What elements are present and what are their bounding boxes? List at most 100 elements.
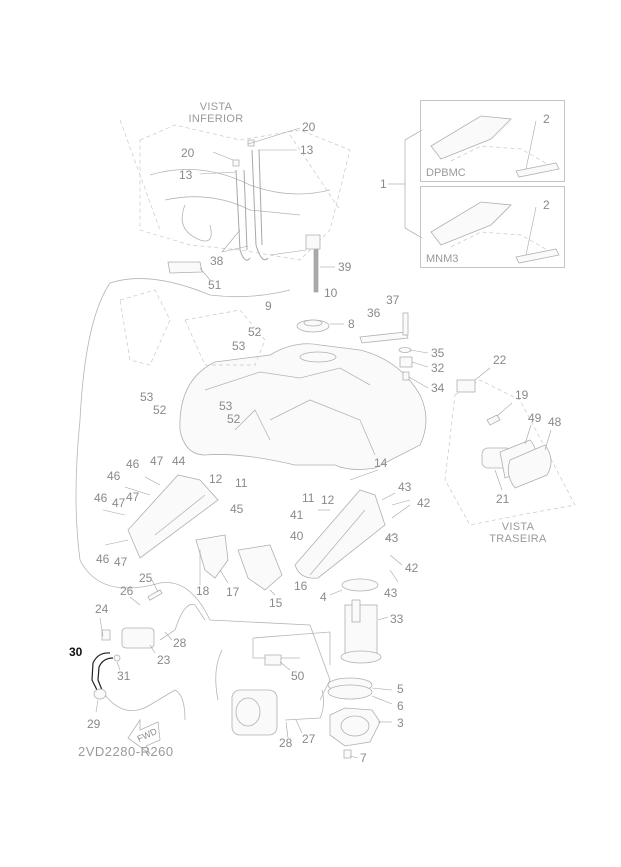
callout-38[interactable]: 38: [210, 254, 224, 268]
callout-19[interactable]: 19: [515, 388, 529, 402]
callout-42[interactable]: 42: [405, 561, 419, 575]
callout-1[interactable]: 1: [380, 177, 387, 191]
callout-3[interactable]: 3: [397, 716, 404, 730]
callout-43[interactable]: 43: [384, 586, 398, 600]
part-22-pad: [456, 379, 476, 393]
callout-53[interactable]: 53: [219, 399, 233, 413]
callout-11[interactable]: 11: [302, 491, 315, 505]
callout-4[interactable]: 4: [320, 590, 327, 604]
callout-23[interactable]: 23: [157, 653, 171, 667]
callout-48[interactable]: 48: [548, 415, 562, 429]
callout-31[interactable]: 31: [117, 669, 131, 683]
hose-38-left: [235, 169, 251, 261]
callout-36[interactable]: 36: [367, 306, 381, 320]
callout-47[interactable]: 47: [150, 454, 164, 468]
callout-21[interactable]: 21: [496, 492, 510, 506]
callout-10[interactable]: 10: [324, 286, 338, 300]
part-17-guard: [195, 534, 229, 579]
bottom-view-ghost: [119, 119, 351, 261]
part-23-filter: [101, 627, 155, 649]
callout-35[interactable]: 35: [431, 346, 445, 360]
fuel-tank: [179, 343, 427, 470]
callout-9[interactable]: 9: [265, 299, 272, 313]
callout-39[interactable]: 39: [338, 260, 352, 274]
callout-15[interactable]: 15: [269, 596, 283, 610]
callout-16[interactable]: 16: [294, 579, 308, 593]
callout-46[interactable]: 46: [126, 457, 140, 471]
callout-27[interactable]: 27: [302, 732, 316, 746]
callout-14[interactable]: 14: [374, 456, 388, 470]
view-caption-rear: VISTA TRASEIRA: [483, 521, 553, 545]
callout-53[interactable]: 53: [140, 390, 154, 404]
callout-12[interactable]: 12: [209, 472, 223, 486]
part-6-gasket: [327, 684, 373, 700]
part-48-cover: [507, 444, 552, 489]
part-29-fitting: [93, 688, 107, 700]
callout-51[interactable]: 51: [208, 278, 222, 292]
callout-47[interactable]: 47: [114, 555, 128, 569]
callout-53[interactable]: 53: [232, 339, 246, 353]
callout-12[interactable]: 12: [321, 493, 335, 507]
callout-20[interactable]: 20: [181, 146, 195, 160]
callout-7[interactable]: 7: [360, 751, 367, 765]
callout-22[interactable]: 22: [493, 353, 507, 367]
callout-43[interactable]: 43: [398, 480, 412, 494]
callout-50[interactable]: 50: [291, 669, 305, 683]
callout-49[interactable]: 49: [528, 411, 542, 425]
part-40-bracket: [294, 489, 386, 579]
view-caption-bottom-line2: INFERIOR: [188, 112, 244, 125]
part-15-guard: [237, 544, 283, 591]
variant-box-dpbmc[interactable]: 2 DPBMC: [420, 100, 565, 182]
part-4-ring: [341, 578, 379, 592]
callout-44[interactable]: 44: [172, 454, 186, 468]
callout-8[interactable]: 8: [348, 317, 355, 331]
callout-11[interactable]: 11: [235, 476, 248, 490]
callout-43[interactable]: 43: [385, 531, 399, 545]
callout-24[interactable]: 24: [95, 602, 109, 616]
variant-graphic-icon: [430, 201, 560, 264]
callout-25[interactable]: 25: [139, 571, 153, 585]
callout-46[interactable]: 46: [94, 491, 108, 505]
callout-5[interactable]: 5: [397, 682, 404, 696]
callout-40[interactable]: 40: [290, 529, 304, 543]
callout-46[interactable]: 46: [96, 552, 110, 566]
callout-37[interactable]: 37: [386, 293, 400, 307]
callout-13[interactable]: 13: [179, 168, 193, 182]
callout-29[interactable]: 29: [87, 717, 101, 731]
view-caption-bottom-line1: VISTA: [199, 101, 233, 113]
part-30-hose: [91, 652, 111, 691]
view-caption-bottom: VISTA INFERIOR: [186, 101, 246, 125]
callout-33[interactable]: 33: [390, 612, 404, 626]
variant-name-mnm3: MNM3: [426, 253, 459, 265]
callout-47[interactable]: 47: [112, 496, 126, 510]
callout-17[interactable]: 17: [226, 585, 240, 599]
view-caption-rear-line1: VISTA: [501, 521, 535, 533]
callout-20[interactable]: 20: [302, 120, 316, 134]
callout-26[interactable]: 26: [120, 584, 134, 598]
callout-30-highlighted[interactable]: 30: [69, 645, 83, 659]
variant-box-mnm3[interactable]: 2 MNM3: [420, 186, 565, 268]
callout-52[interactable]: 52: [248, 325, 262, 339]
throttle-body: [215, 649, 278, 736]
callout-28[interactable]: 28: [279, 736, 293, 750]
callout-47[interactable]: 47: [126, 490, 140, 504]
callout-18[interactable]: 18: [196, 584, 210, 598]
callout-2-mnm3[interactable]: 2: [543, 198, 550, 212]
callout-28[interactable]: 28: [173, 636, 187, 650]
fwd-arrow: [127, 718, 161, 755]
callout-32[interactable]: 32: [431, 361, 445, 375]
callout-52[interactable]: 52: [227, 412, 241, 426]
callout-41[interactable]: 41: [290, 508, 304, 522]
callout-34[interactable]: 34: [431, 381, 445, 395]
part-19-connector: [486, 414, 501, 426]
view-caption-rear-line2: TRASEIRA: [489, 532, 547, 545]
callout-45[interactable]: 45: [230, 502, 244, 516]
callout-2-dpbmc[interactable]: 2: [543, 112, 550, 126]
callout-6[interactable]: 6: [397, 699, 404, 713]
callout-13[interactable]: 13: [300, 143, 314, 157]
callout-42[interactable]: 42: [417, 496, 431, 510]
callout-52[interactable]: 52: [153, 403, 167, 417]
callout-46[interactable]: 46: [107, 469, 121, 483]
